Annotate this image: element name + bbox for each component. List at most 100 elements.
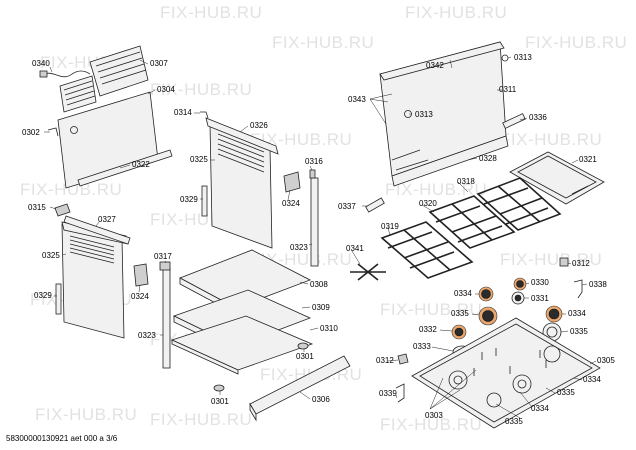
bracket — [133, 263, 149, 287]
label-0334: 0334 — [454, 289, 472, 298]
burner-cap-center — [482, 310, 494, 322]
label-0335: 0335 — [451, 309, 469, 318]
label-0334: 0334 — [531, 404, 549, 413]
label-0301: 0301 — [296, 352, 314, 361]
label-0335: 0335 — [505, 417, 523, 426]
watermark: FIX-HUB.RU — [380, 300, 482, 319]
label-0338: 0338 — [589, 280, 607, 289]
label-0330: 0330 — [531, 278, 549, 287]
heating-element — [59, 75, 97, 113]
burner-seat — [512, 374, 532, 394]
grate-bars — [387, 229, 455, 271]
label-0343: 0343 — [348, 95, 366, 104]
label-0309: 0309 — [312, 303, 330, 312]
grate-0318 — [476, 177, 562, 231]
vertical-rail — [162, 267, 171, 369]
vent-slots — [217, 133, 265, 173]
burner-seat — [543, 345, 561, 363]
watermark: FIX-HUB.RU — [150, 80, 252, 99]
rail-clip-0317 — [159, 261, 171, 271]
label-0317: 0317 — [154, 252, 172, 261]
clip-0314 — [200, 111, 209, 119]
label-0329: 0329 — [180, 195, 198, 204]
burner-head-center — [514, 294, 522, 302]
cable-plug — [39, 70, 48, 78]
foot — [213, 384, 225, 392]
power-cable — [43, 70, 91, 78]
label-0332: 0332 — [419, 325, 437, 334]
label-0323: 0323 — [138, 331, 156, 340]
label-0314: 0314 — [174, 108, 192, 117]
label-0319: 0319 — [381, 222, 399, 231]
grates — [350, 177, 583, 299]
rail-clip — [309, 169, 316, 179]
label-0301: 0301 — [211, 397, 229, 406]
tray-inner — [517, 155, 597, 199]
right-side-panel-group — [200, 111, 319, 267]
label-0312: 0312 — [376, 356, 394, 365]
burner-cap-center — [481, 289, 491, 299]
tray-0321 — [509, 151, 605, 205]
label-0336: 0336 — [529, 113, 547, 122]
label-0325: 0325 — [42, 251, 60, 260]
lid-bumper — [501, 54, 509, 62]
label-0302: 0302 — [22, 128, 40, 137]
bracket — [283, 171, 301, 193]
wok-ring — [350, 263, 386, 281]
label-0313: 0313 — [514, 53, 532, 62]
watermark: FIX-HUB.RU — [405, 3, 507, 22]
label-0311: 0311 — [499, 85, 517, 94]
label-0334: 0334 — [568, 309, 586, 318]
foot — [297, 342, 309, 350]
lid-top-edge — [379, 41, 505, 81]
label-0333: 0333 — [413, 342, 431, 351]
heating-coil-lines — [63, 80, 96, 106]
lower-rail-group — [133, 261, 171, 369]
grate-0319 — [380, 221, 474, 279]
tray-edge — [171, 339, 239, 375]
label-0326: 0326 — [250, 121, 268, 130]
hinge-rod — [502, 113, 526, 129]
label-0306: 0306 — [312, 395, 330, 404]
left-side-panel-group — [54, 203, 129, 339]
leader-lines — [44, 56, 597, 419]
label-0325: 0325 — [190, 155, 208, 164]
label-0321: 0321 — [579, 155, 597, 164]
small-part — [559, 257, 569, 267]
grate-bars — [435, 203, 503, 243]
glass-reflection — [391, 149, 429, 171]
clip-0315 — [54, 203, 71, 217]
label-0328: 0328 — [479, 154, 497, 163]
label-0308: 0308 — [310, 280, 328, 289]
label-0307: 0307 — [150, 59, 168, 68]
burner-seat — [486, 392, 502, 408]
lid-bottom-edge — [391, 135, 509, 187]
label-0342: 0342 — [426, 61, 444, 70]
small-part — [397, 353, 409, 365]
label-0305: 0305 — [597, 356, 615, 365]
watermark: FIX-HUB.RU — [20, 180, 122, 199]
label-0323: 0323 — [290, 243, 308, 252]
hob-inner — [419, 323, 593, 423]
grate-bars — [483, 185, 549, 225]
hob-assembly — [395, 277, 601, 429]
label-0315: 0315 — [28, 203, 46, 212]
label-0341: 0341 — [346, 244, 364, 253]
label-0329: 0329 — [34, 291, 52, 300]
label-0324: 0324 — [131, 292, 149, 301]
rear-strip — [77, 149, 173, 187]
strip-0327 — [63, 215, 131, 245]
label-0318: 0318 — [457, 177, 475, 186]
vent-slots — [69, 235, 115, 264]
label-0304: 0304 — [157, 85, 175, 94]
label-0312: 0312 — [572, 259, 590, 268]
label-0331: 0331 — [531, 294, 549, 303]
label-0320: 0320 — [419, 199, 437, 208]
rear-wall-assembly — [39, 45, 173, 189]
label-0303: 0303 — [425, 411, 443, 420]
label-0313: 0313 — [415, 110, 433, 119]
label-0334: 0334 — [583, 375, 601, 384]
watermark: FIX-HUB.RU — [35, 405, 137, 424]
burner-seat-inner — [453, 375, 463, 385]
